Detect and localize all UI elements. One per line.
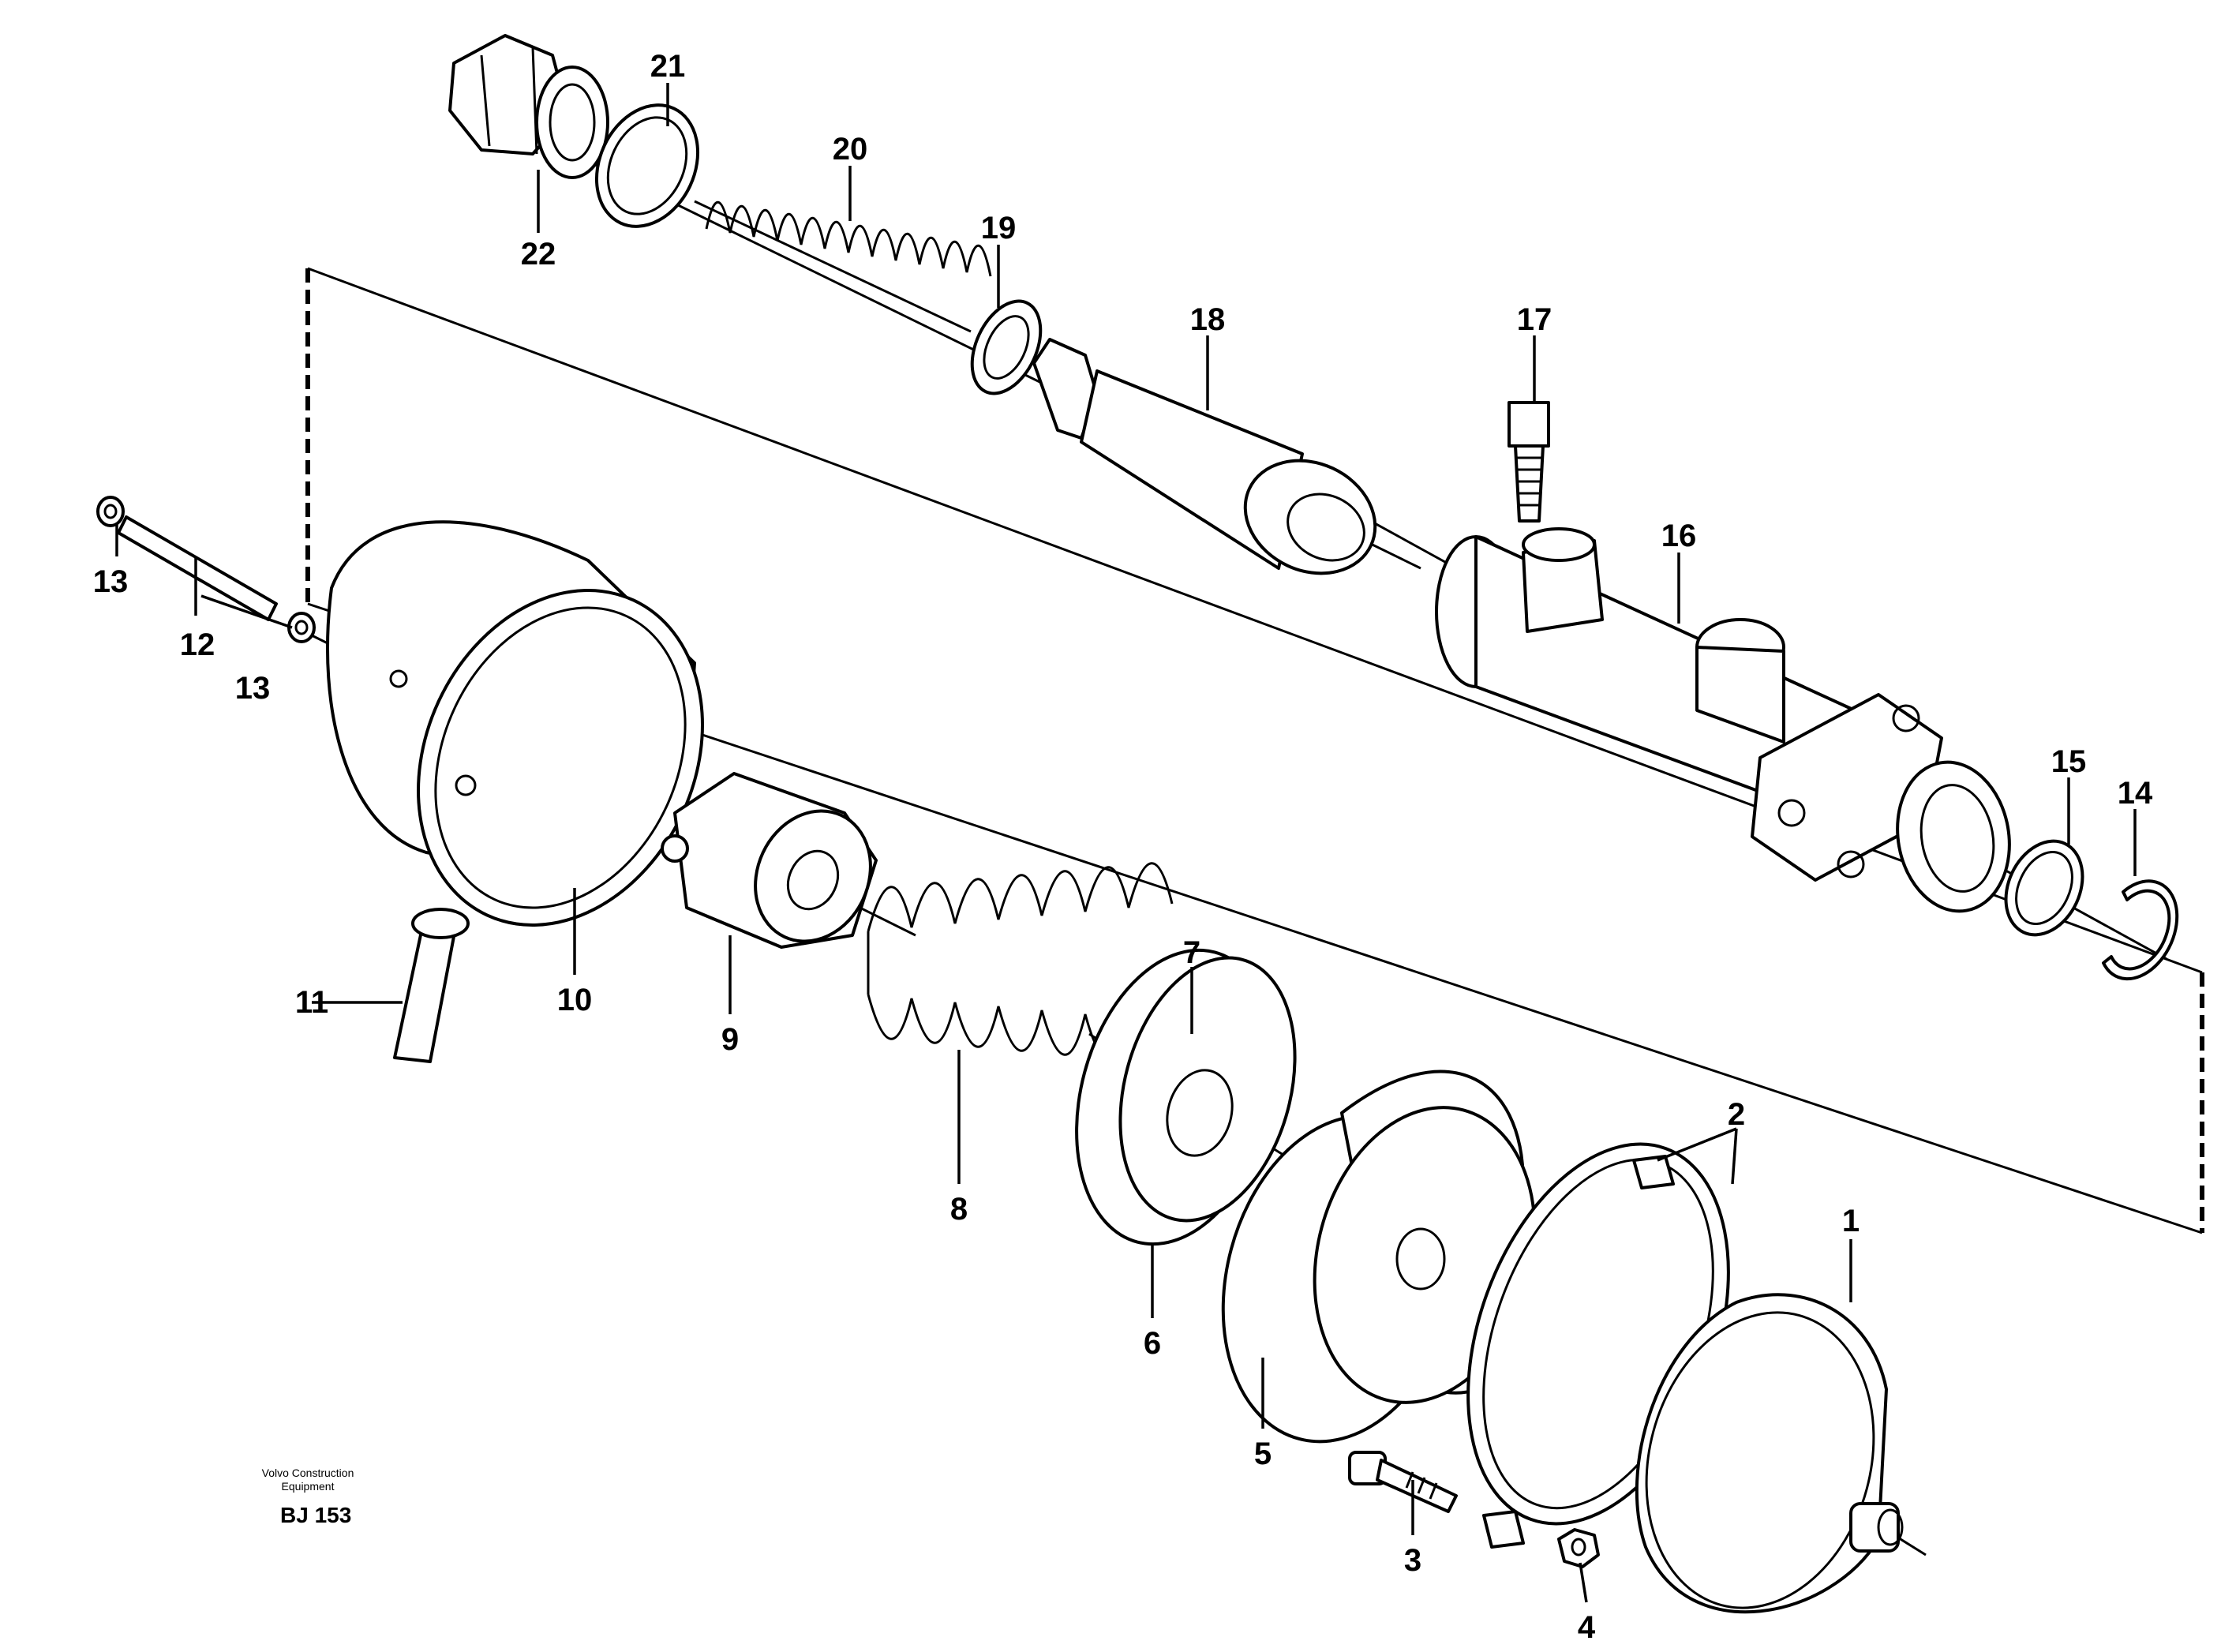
callout-16: 16 xyxy=(1661,519,1697,553)
part-10-housing xyxy=(326,520,704,927)
part-14-circlip xyxy=(2102,879,2179,981)
callout-8: 8 xyxy=(950,1192,968,1227)
callout-21: 21 xyxy=(650,49,686,84)
callout-17: 17 xyxy=(1517,302,1552,337)
brand-line-1: Volvo Construction xyxy=(261,1467,354,1479)
part-17-bleed-valve xyxy=(1508,401,1550,523)
callout-labels: 1 2 3 4 5 6 7 8 9 10 11 12 13 13 14 15 1… xyxy=(93,49,2153,1645)
part-18-piston xyxy=(1032,338,1377,575)
callout-13-top: 13 xyxy=(93,564,129,599)
callout-1: 1 xyxy=(1842,1204,1860,1238)
brand-caption: Volvo Construction Equipment xyxy=(237,1467,379,1493)
part-3-bolt xyxy=(1348,1451,1458,1513)
callout-22: 22 xyxy=(521,237,556,272)
callout-19: 19 xyxy=(981,211,1017,245)
part-15-seal-ring xyxy=(2004,839,2084,937)
callout-3: 3 xyxy=(1404,1543,1421,1578)
brand-line-2: Equipment xyxy=(281,1480,335,1493)
part-19-washer xyxy=(970,299,1043,395)
callout-5: 5 xyxy=(1254,1437,1272,1471)
callout-10: 10 xyxy=(557,983,593,1017)
callout-7: 7 xyxy=(1183,935,1200,970)
callout-15: 15 xyxy=(2051,744,2087,779)
part-1-cover xyxy=(1635,1293,1904,1614)
callout-6: 6 xyxy=(1144,1326,1161,1361)
callout-2: 2 xyxy=(1728,1097,1745,1132)
callout-11: 11 xyxy=(295,985,328,1020)
part-13-washer-top xyxy=(96,496,125,527)
part-22-nut xyxy=(448,34,609,179)
callout-18: 18 xyxy=(1190,302,1226,337)
part-21-seal-ring xyxy=(594,103,700,228)
part-13-washer-bottom xyxy=(287,612,316,643)
part-5-diaphragm xyxy=(1221,1069,1537,1444)
part-9-piston-guide xyxy=(661,772,878,949)
callout-12: 12 xyxy=(180,627,215,662)
callout-4: 4 xyxy=(1578,1610,1596,1645)
part-20-spring xyxy=(694,200,992,333)
part-4-nut xyxy=(1557,1528,1600,1568)
callout-20: 20 xyxy=(833,132,868,167)
part-12-pin xyxy=(117,515,278,621)
callout-9: 9 xyxy=(721,1022,739,1057)
callout-13-bottom: 13 xyxy=(235,671,271,706)
part-7-plate xyxy=(1075,948,1297,1246)
leader-lines xyxy=(115,83,2137,1603)
callout-14: 14 xyxy=(2118,776,2153,811)
part-11-vent-plug xyxy=(393,908,470,1063)
diagram-code: BJ 153 xyxy=(280,1503,352,1527)
part-16-cylinder-body xyxy=(1435,527,2011,913)
